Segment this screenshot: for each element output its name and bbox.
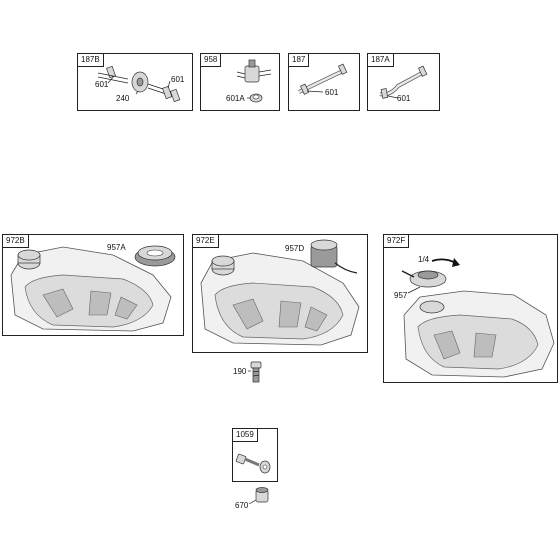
fuel-line-bent-drawing (379, 65, 428, 99)
callout-957a: 957A (107, 243, 126, 252)
fuel-line-assembly-drawing (97, 65, 181, 103)
panel-tag: 972F (384, 235, 410, 248)
fuel-tank-drawing (200, 239, 360, 346)
fuel-line-straight-drawing (298, 63, 348, 95)
callout-601a: 601A (226, 94, 245, 103)
callout-quarter-turn: 1/4 (418, 255, 430, 264)
callout-670: 670 (235, 501, 249, 510)
callout-601-left: 601 (95, 80, 109, 89)
callout-601: 601 (397, 94, 411, 103)
panel-958: 958 601A (200, 53, 280, 111)
callout-601-right: 601 (171, 75, 185, 84)
callout-957d: 957D (285, 244, 305, 253)
panel-187a: 187A 601 (367, 53, 440, 111)
panel-972e: 972E 957D (192, 234, 368, 353)
panel-972f: 972F 1/4 957 (383, 234, 558, 383)
callout-957: 957 (394, 291, 408, 300)
callout-240: 240 (116, 94, 130, 103)
callout-190: 190 (233, 367, 247, 376)
panel-tag: 187A (368, 54, 394, 67)
panel-tag: 958 (201, 54, 222, 67)
callout-601: 601 (325, 88, 339, 97)
panel-tag: 187 (289, 54, 310, 67)
fuel-tank-with-gauge-drawing (401, 258, 555, 378)
panel-tag: 187B (78, 54, 104, 67)
panel-tag: 972E (193, 235, 219, 248)
panel-tag: 1059 (233, 429, 258, 442)
screw-and-washer-drawing (235, 453, 271, 474)
panel-972b: 972B 957A (2, 234, 184, 336)
panel-tag: 972B (3, 235, 29, 248)
panel-1059: 1059 (232, 428, 278, 482)
fuel-shutoff-valve-drawing (236, 59, 272, 103)
fuel-tank-drawing (10, 245, 176, 332)
panel-187: 187 601 (288, 53, 360, 111)
panel-187b: 187B 601 601 240 (77, 53, 193, 111)
